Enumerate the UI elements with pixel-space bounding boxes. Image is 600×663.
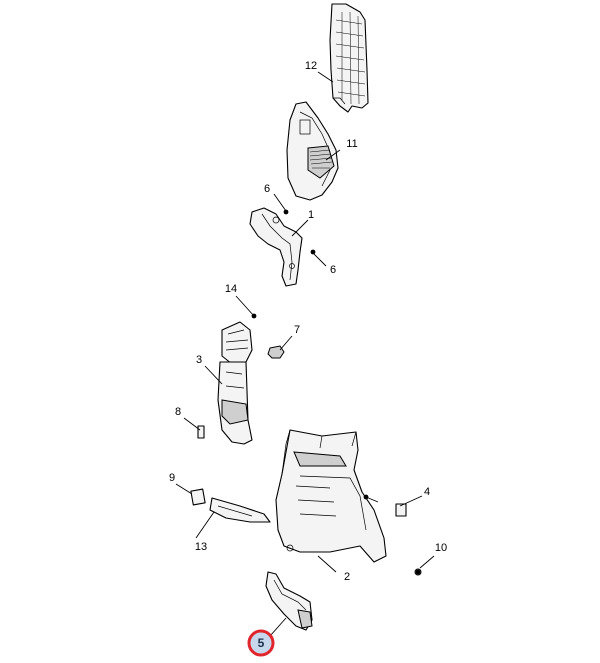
label-1: 1	[308, 209, 314, 221]
label-9: 9	[169, 472, 175, 484]
part-14-upper-bracket[interactable]	[221, 321, 253, 365]
fastener-6a	[283, 209, 289, 215]
label-12: 12	[305, 60, 317, 72]
highlight-ring	[247, 629, 275, 657]
part-5-corner-piece[interactable]	[265, 571, 313, 631]
part-13-strip[interactable]	[209, 497, 271, 523]
label-6b: 6	[330, 264, 336, 276]
part-9-clip[interactable]	[190, 488, 206, 506]
part-2-panel[interactable]	[275, 429, 387, 563]
part-11-lamp-housing[interactable]	[286, 101, 339, 201]
label-13: 13	[195, 541, 207, 553]
part-8-clip[interactable]	[197, 425, 205, 439]
part-4-clip[interactable]	[395, 503, 407, 517]
label-6a: 6	[264, 183, 270, 195]
highlight-callout-5[interactable]: 5	[247, 629, 275, 657]
label-11: 11	[346, 138, 357, 150]
part-1-bracket[interactable]	[249, 207, 303, 287]
label-10: 10	[435, 542, 447, 554]
leader-lines	[175, 71, 435, 637]
label-5: 5	[258, 636, 265, 650]
label-8: 8	[175, 406, 181, 418]
part-3-column[interactable]	[217, 361, 253, 445]
part-7-bolt[interactable]	[267, 345, 285, 359]
fastener-6b	[310, 249, 316, 255]
part-12-shield[interactable]	[329, 3, 369, 113]
label-3: 3	[196, 354, 202, 366]
label-2: 2	[344, 571, 350, 583]
fastener-10	[415, 569, 421, 575]
label-4: 4	[424, 486, 430, 498]
label-7: 7	[294, 324, 300, 336]
label-14: 14	[225, 283, 237, 295]
